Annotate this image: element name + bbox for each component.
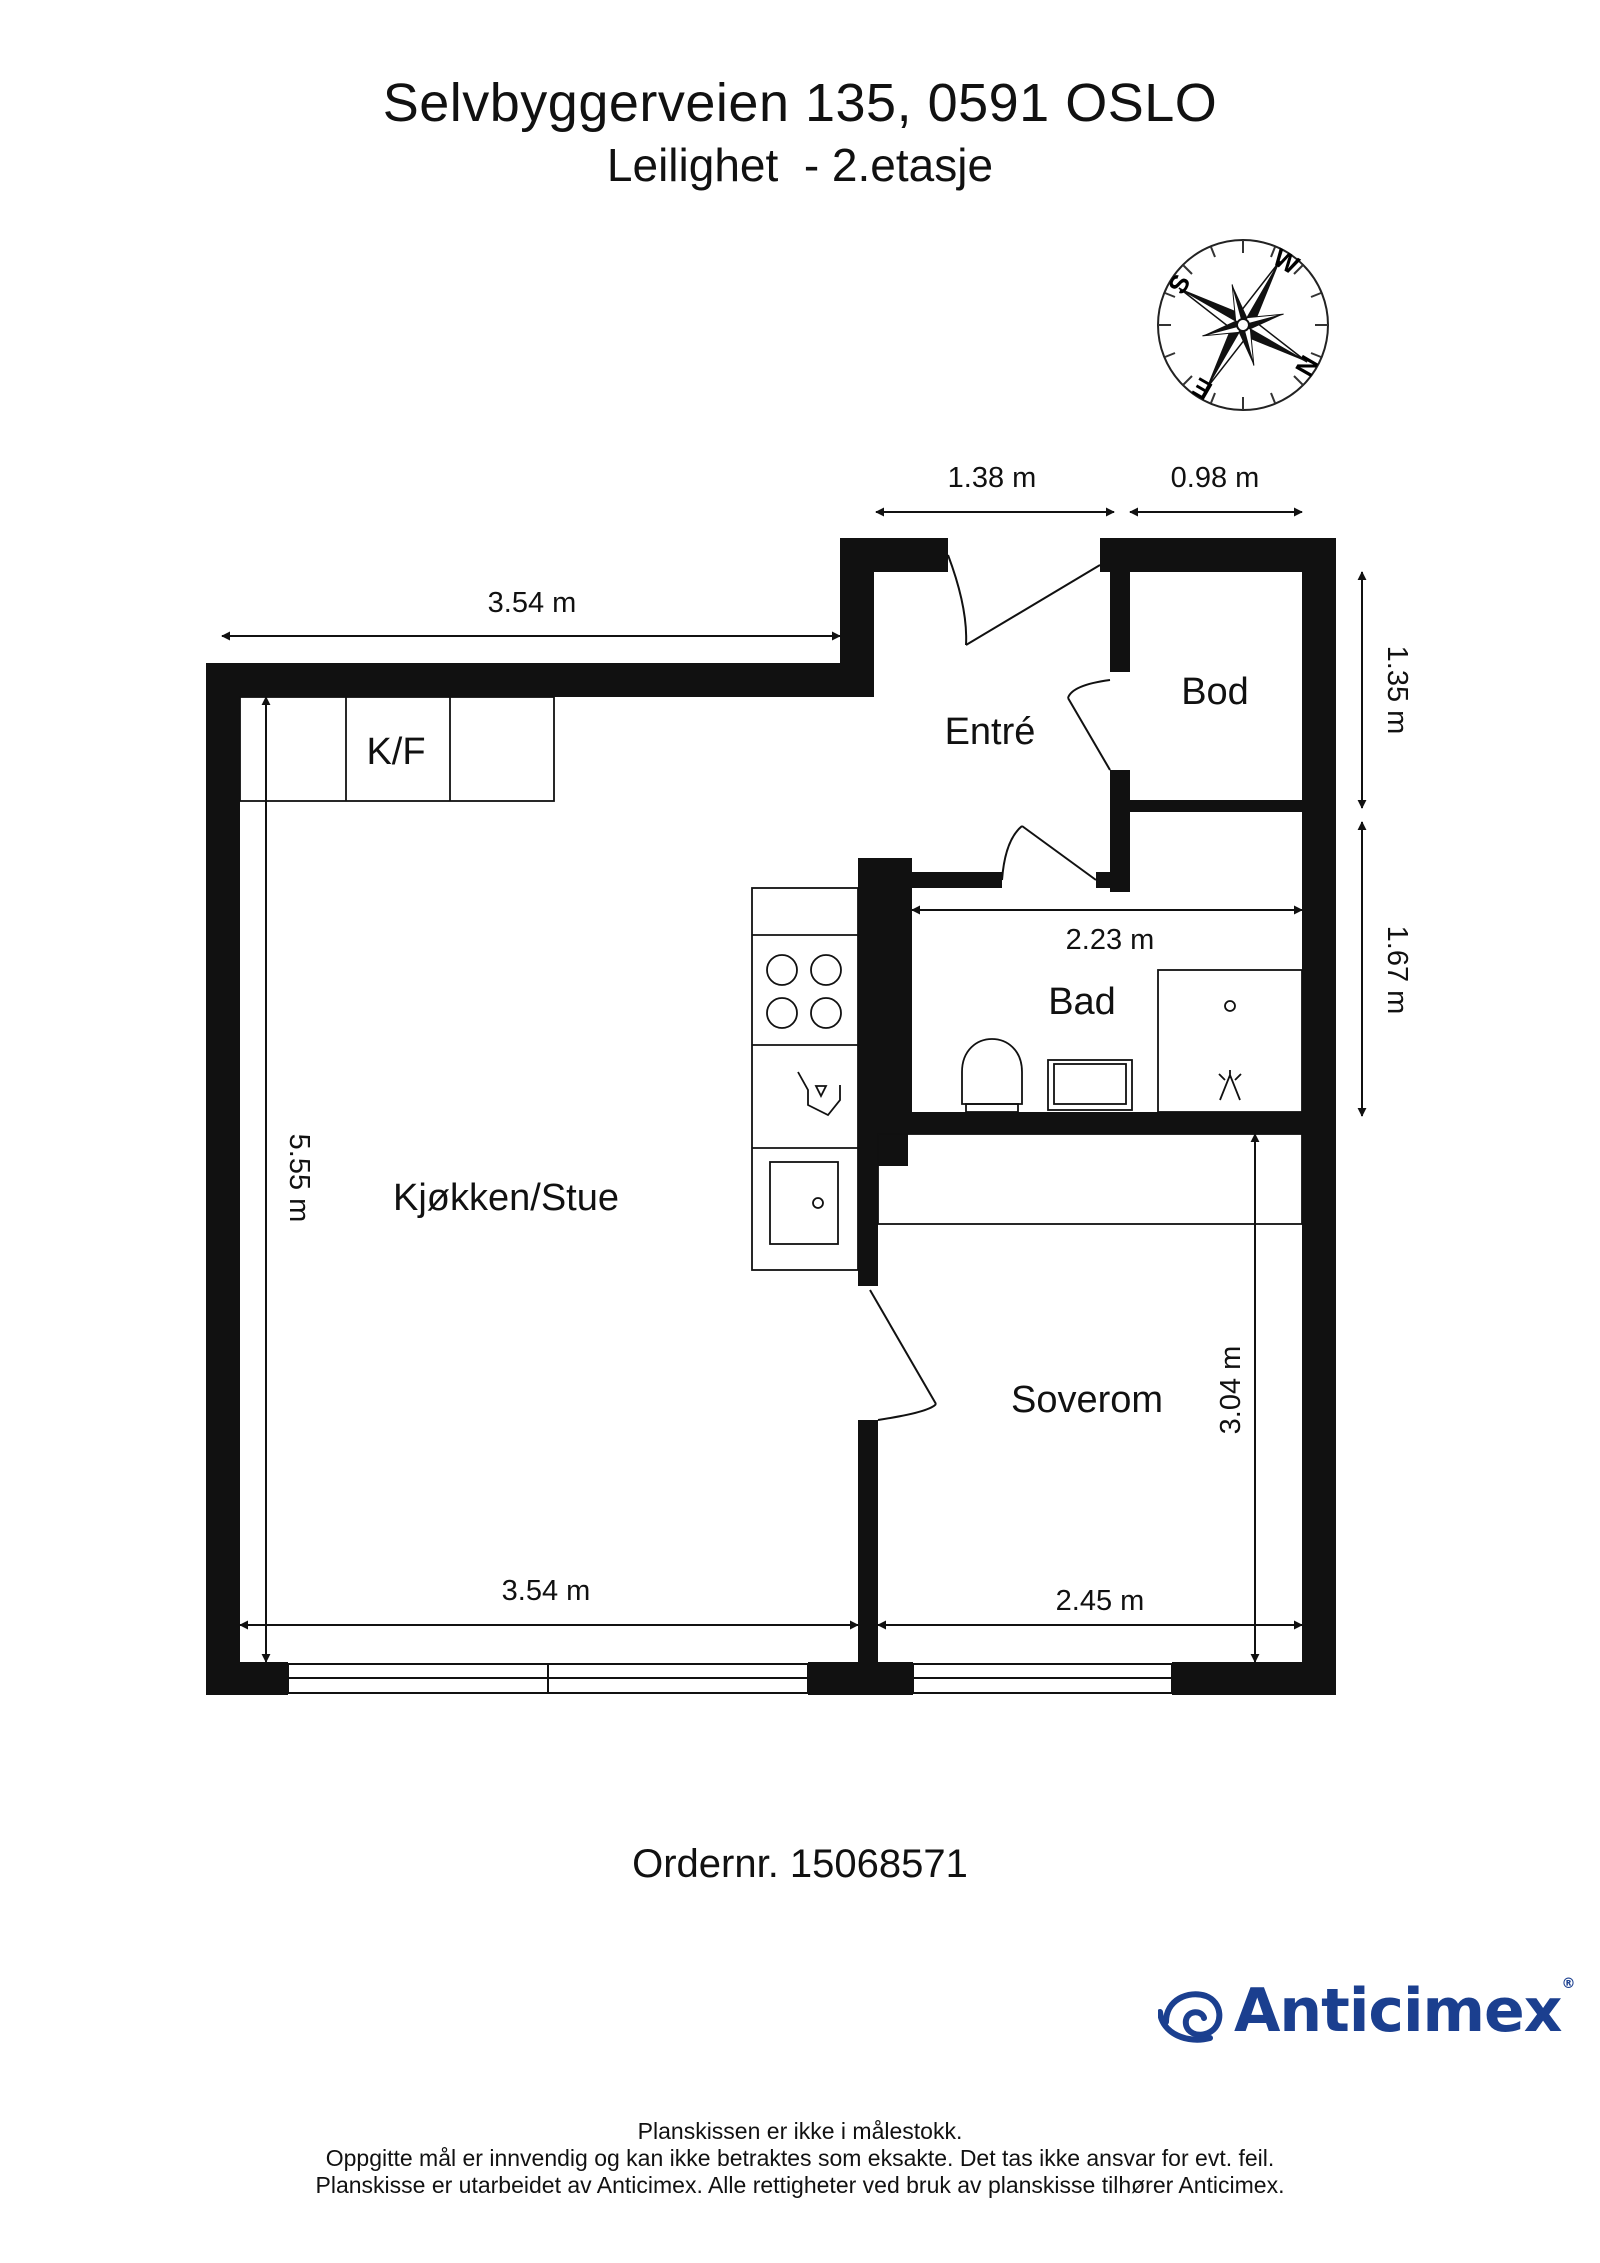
door-bod-arc (1067, 679, 1111, 699)
dim-label-living-top: 3.54 m (488, 587, 577, 619)
anticimex-wordmark: Anticimex® (1234, 1976, 1575, 2046)
disclaimer: Planskissen er ikke i målestokk. Oppgitt… (0, 2118, 1600, 2199)
shower (1157, 969, 1303, 1113)
door-bath-leaf (1021, 825, 1097, 881)
room-label-bad: Bad (1048, 981, 1116, 1023)
toilet-icon (961, 1038, 1023, 1105)
unit-subtitle: Leilighet - 2.etasje (606, 139, 994, 191)
address-title: Selvbyggerveien 135, 0591 OSLO (382, 73, 1218, 133)
shower-head-icon (1218, 1070, 1242, 1101)
room-label-entre: Entré (945, 711, 1036, 753)
dim-label-living-depth: 5.55 m (283, 1134, 315, 1223)
anticimex-swirl-icon (1158, 1991, 1223, 2043)
sink-drain (812, 1197, 824, 1209)
door-bath-arc (1001, 825, 1023, 881)
room-label-kf: K/F (366, 731, 425, 773)
kf-cabinet (239, 696, 555, 802)
door-entry-leaf (965, 564, 1101, 646)
dim-label-bath-depth: 1.67 m (1381, 926, 1413, 1015)
dim-label-bedroom-width: 2.45 m (1056, 1585, 1145, 1617)
anticimex-logo: Anticimex® (1158, 1974, 1575, 2054)
door-entry-arc (947, 554, 968, 646)
fixtures (239, 696, 1303, 1271)
disclaimer-line: Oppgitte mål er innvendig og kan ikke be… (325, 2145, 1275, 2171)
disclaimer-line: Planskissen er ikke i målestokk. (637, 2118, 963, 2144)
windows (287, 1663, 1173, 1694)
shower-drain (1224, 1000, 1236, 1012)
dim-label-bod: 0.98 m (1171, 462, 1260, 494)
stove-burner (766, 954, 798, 986)
walls (206, 538, 1336, 1695)
dim-label-bedroom-depth: 3.04 m (1215, 1346, 1247, 1435)
dim-label-bod-depth: 1.35 m (1381, 646, 1413, 735)
doors (869, 554, 1111, 1421)
disclaimer-line: Planskisse er utarbeidet av Anticimex. A… (315, 2172, 1285, 2198)
room-label-bod: Bod (1181, 671, 1249, 713)
room-label-soverom: Soverom (1011, 1379, 1163, 1421)
stove-burner (766, 997, 798, 1029)
dim-label-living-bottom: 3.54 m (502, 1575, 591, 1607)
bathroom-sink (1047, 1059, 1133, 1111)
dimension-lines (221, 507, 1367, 1663)
room-label-kjokken-stue: Kjøkken/Stue (393, 1177, 619, 1219)
stove-burner (810, 997, 842, 1029)
dishwasher-tap-icon (797, 1071, 841, 1117)
door-bedroom-arc (877, 1403, 937, 1421)
stove-burner (810, 954, 842, 986)
compass-rose: W S N E (1157, 239, 1329, 411)
compass-star (1178, 260, 1308, 390)
dim-label-entry: 1.38 m (948, 462, 1037, 494)
dim-label-bath-width: 2.23 m (1066, 924, 1155, 956)
door-bod-leaf (1067, 697, 1111, 771)
kitchen-sink (769, 1161, 839, 1245)
kitchen-counter (751, 887, 859, 1271)
door-bedroom-leaf (869, 1289, 937, 1405)
order-number: Ordernr. 15068571 (632, 1842, 968, 1886)
wardrobe (877, 1133, 1303, 1225)
